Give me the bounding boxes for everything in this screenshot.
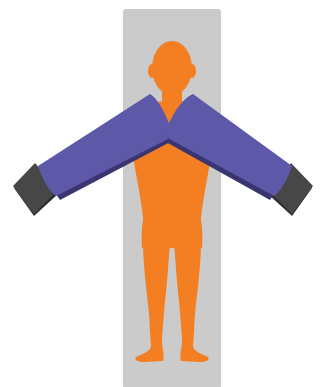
right-ear <box>188 64 196 78</box>
head <box>152 41 192 95</box>
left-ear <box>148 64 156 78</box>
